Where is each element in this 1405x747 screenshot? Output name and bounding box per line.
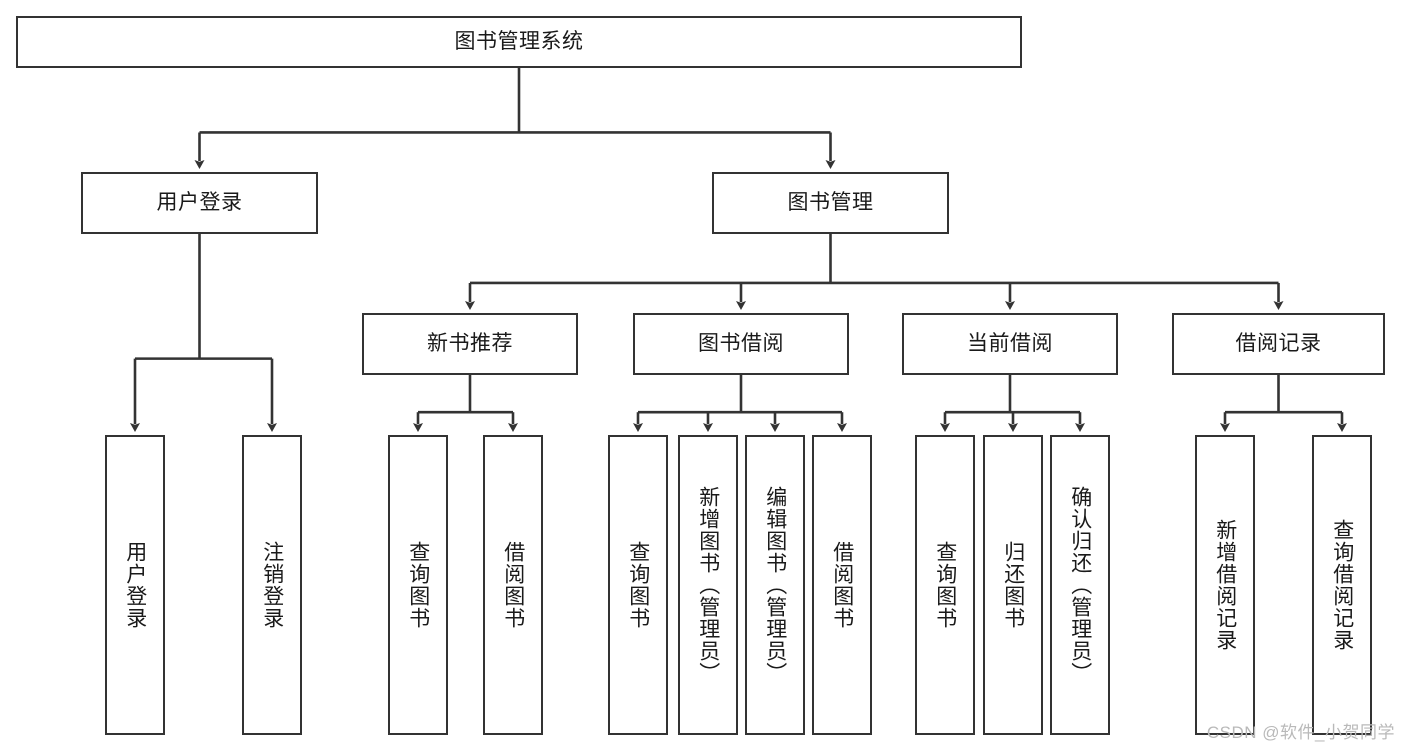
node-label: 图书借阅 [698, 331, 784, 355]
node-label: 借阅图书 [830, 541, 854, 629]
node-label: 查询图书 [933, 541, 957, 629]
node-leaf-query-record[interactable]: 查询借阅记录 [1312, 435, 1372, 735]
watermark-text: CSDN @软件_小贺同学 [1206, 723, 1395, 742]
node-leaf-query-book-2[interactable]: 查询图书 [608, 435, 668, 735]
node-borrow-record[interactable]: 借阅记录 [1172, 313, 1385, 375]
node-label: 编辑图书（管理员） [763, 486, 787, 684]
node-book-manage[interactable]: 图书管理 [712, 172, 949, 234]
node-leaf-add-record[interactable]: 新增借阅记录 [1195, 435, 1255, 735]
node-label: 图书管理 [787, 190, 874, 214]
node-leaf-query-book-3[interactable]: 查询图书 [915, 435, 975, 735]
node-label: 当前借阅 [967, 331, 1053, 355]
node-label: 查询图书 [626, 541, 650, 629]
node-leaf-user-logout[interactable]: 注销登录 [242, 435, 302, 735]
node-label: 查询借阅记录 [1330, 519, 1354, 651]
node-label: 图书管理系统 [454, 29, 584, 53]
node-label: 用户登录 [123, 541, 147, 629]
node-label: 注销登录 [260, 541, 284, 629]
node-label: 查询图书 [406, 541, 430, 629]
node-leaf-confirm-return[interactable]: 确认归还（管理员） [1050, 435, 1110, 735]
node-label: 新书推荐 [427, 331, 513, 355]
node-new-book-rec[interactable]: 新书推荐 [362, 313, 578, 375]
node-current-borrow[interactable]: 当前借阅 [902, 313, 1118, 375]
node-root[interactable]: 图书管理系统 [16, 16, 1022, 68]
node-label: 确认归还（管理员） [1068, 486, 1092, 684]
node-leaf-user-login[interactable]: 用户登录 [105, 435, 165, 735]
node-leaf-borrow-book-1[interactable]: 借阅图书 [483, 435, 543, 735]
node-leaf-borrow-book-2[interactable]: 借阅图书 [812, 435, 872, 735]
node-leaf-add-book[interactable]: 新增图书（管理员） [678, 435, 738, 735]
node-label: 借阅图书 [501, 541, 525, 629]
node-label: 用户登录 [156, 190, 243, 214]
node-leaf-edit-book[interactable]: 编辑图书（管理员） [745, 435, 805, 735]
node-leaf-query-book-1[interactable]: 查询图书 [388, 435, 448, 735]
node-label: 借阅记录 [1235, 331, 1322, 355]
node-book-borrow[interactable]: 图书借阅 [633, 313, 849, 375]
node-user-login[interactable]: 用户登录 [81, 172, 318, 234]
node-label: 新增借阅记录 [1213, 519, 1237, 651]
node-label: 归还图书 [1001, 541, 1025, 629]
node-label: 新增图书（管理员） [696, 486, 720, 684]
node-leaf-return-book[interactable]: 归还图书 [983, 435, 1043, 735]
